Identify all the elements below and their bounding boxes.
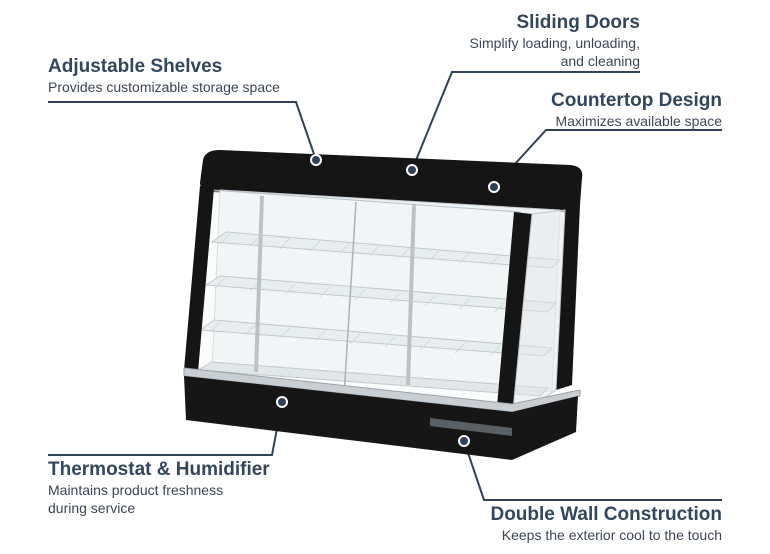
shelf-wire-pattern xyxy=(209,233,531,357)
callout-description: Maximizes available space xyxy=(555,113,722,129)
callout-description: Maintains product freshness during servi… xyxy=(48,482,224,516)
callout-title: Countertop Design xyxy=(551,90,722,111)
callout-title: Thermostat & Humidifier xyxy=(48,459,270,480)
callout-adjustable-shelves: Adjustable Shelves Provides customizable… xyxy=(48,56,280,96)
leader-double-wall xyxy=(463,440,722,501)
leader-sliding-doors xyxy=(411,71,640,171)
callout-title: Double Wall Construction xyxy=(490,504,722,525)
callout-thermostat: Thermostat & Humidifier Maintains produc… xyxy=(48,459,270,517)
callout-countertop-design: Countertop Design Maximizes available sp… xyxy=(551,90,722,130)
callout-title: Adjustable Shelves xyxy=(48,56,223,77)
sliding-door-seam xyxy=(343,201,357,397)
right-front-frame xyxy=(496,212,532,420)
marker-dot-icon xyxy=(488,181,500,193)
marker-dot-icon xyxy=(406,164,418,176)
marker-dot-icon xyxy=(276,396,288,408)
right-side-glass xyxy=(511,209,566,422)
callout-title: Sliding Doors xyxy=(516,12,641,33)
leader-adjustable-shelves xyxy=(48,101,317,161)
marker-dot-icon xyxy=(310,154,322,166)
callout-sliding-doors: Sliding Doors Simplify loading, unloadin… xyxy=(470,12,640,70)
callout-double-wall: Double Wall Construction Keeps the exter… xyxy=(490,504,722,544)
shelf-supports xyxy=(254,195,416,386)
marker-dot-icon xyxy=(458,435,470,447)
base-front-strip xyxy=(430,418,512,436)
callout-description: Simplify loading, unloading, and cleanin… xyxy=(469,35,640,69)
right-back-frame xyxy=(556,205,580,390)
marker-dots xyxy=(276,154,500,447)
callout-description: Provides customizable storage space xyxy=(48,79,280,95)
left-side-frame xyxy=(184,186,214,372)
callout-description: Keeps the exterior cool to the touch xyxy=(501,527,722,543)
